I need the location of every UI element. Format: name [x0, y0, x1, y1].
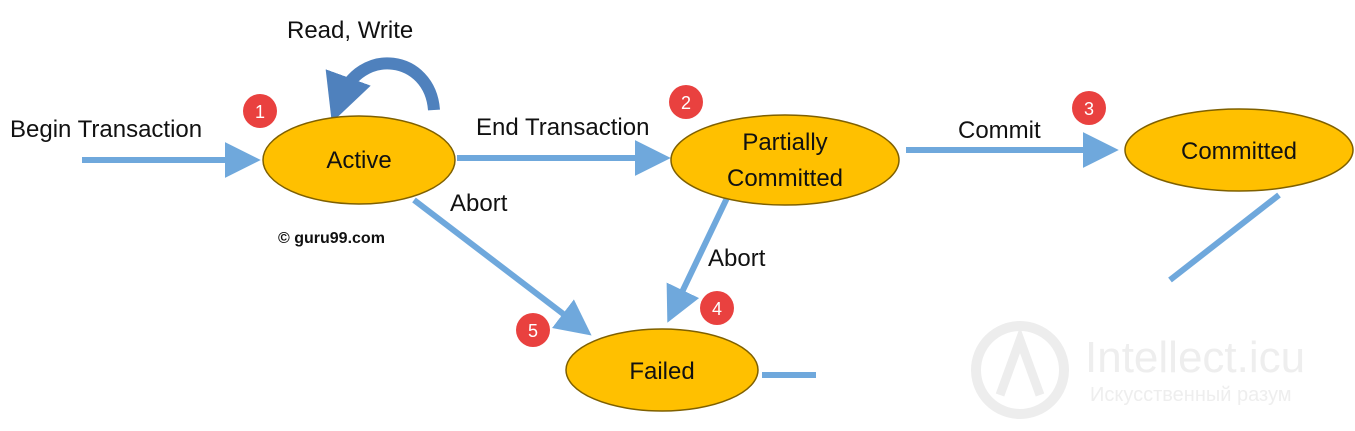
state-committed-label: Committed: [1181, 138, 1297, 165]
badge-5: 5: [516, 313, 550, 347]
commit-label: Commit: [958, 117, 1041, 144]
abort-partial-arrow: [666, 196, 730, 323]
read-write-loop-arrow: [325, 57, 440, 123]
abort-active-arrow: [412, 197, 592, 336]
state-failed-label: Failed: [629, 358, 694, 385]
read-write-label: Read, Write: [287, 17, 413, 44]
badge-3-label: 3: [1084, 99, 1094, 119]
watermark: Intellect.icu Искусственный разум: [971, 321, 1305, 419]
state-failed: Failed: [565, 328, 759, 412]
abort-active-label: Abort: [450, 190, 508, 217]
badge-1: 1: [243, 94, 277, 128]
watermark-subtext: Искусственный разум: [1090, 384, 1292, 406]
badge-5-label: 5: [528, 321, 538, 341]
begin-transaction-label: Begin Transaction: [10, 116, 202, 143]
badge-2-label: 2: [681, 93, 691, 113]
badge-3: 3: [1072, 91, 1106, 125]
end-transaction-label: End Transaction: [476, 114, 649, 141]
badge-4-label: 4: [712, 299, 722, 319]
state-active: Active: [262, 115, 456, 205]
state-partially-committed: Partially Committed: [670, 114, 900, 206]
copyright-label: © guru99.com: [278, 230, 385, 247]
badge-1-label: 1: [255, 102, 265, 122]
watermark-logo-mark: [995, 326, 1045, 397]
state-committed: Committed: [1124, 108, 1354, 192]
badge-2: 2: [669, 85, 703, 119]
state-partially-label-line1: Partially: [742, 129, 827, 156]
badge-4: 4: [700, 291, 734, 325]
state-partially-label-line2: Committed: [727, 165, 843, 192]
abort-partial-label: Abort: [708, 245, 766, 272]
watermark-text: Intellect.icu: [1085, 333, 1305, 382]
watermark-logo: [971, 321, 1069, 419]
committed-exit-line: [1168, 192, 1281, 283]
state-active-label: Active: [326, 147, 391, 174]
